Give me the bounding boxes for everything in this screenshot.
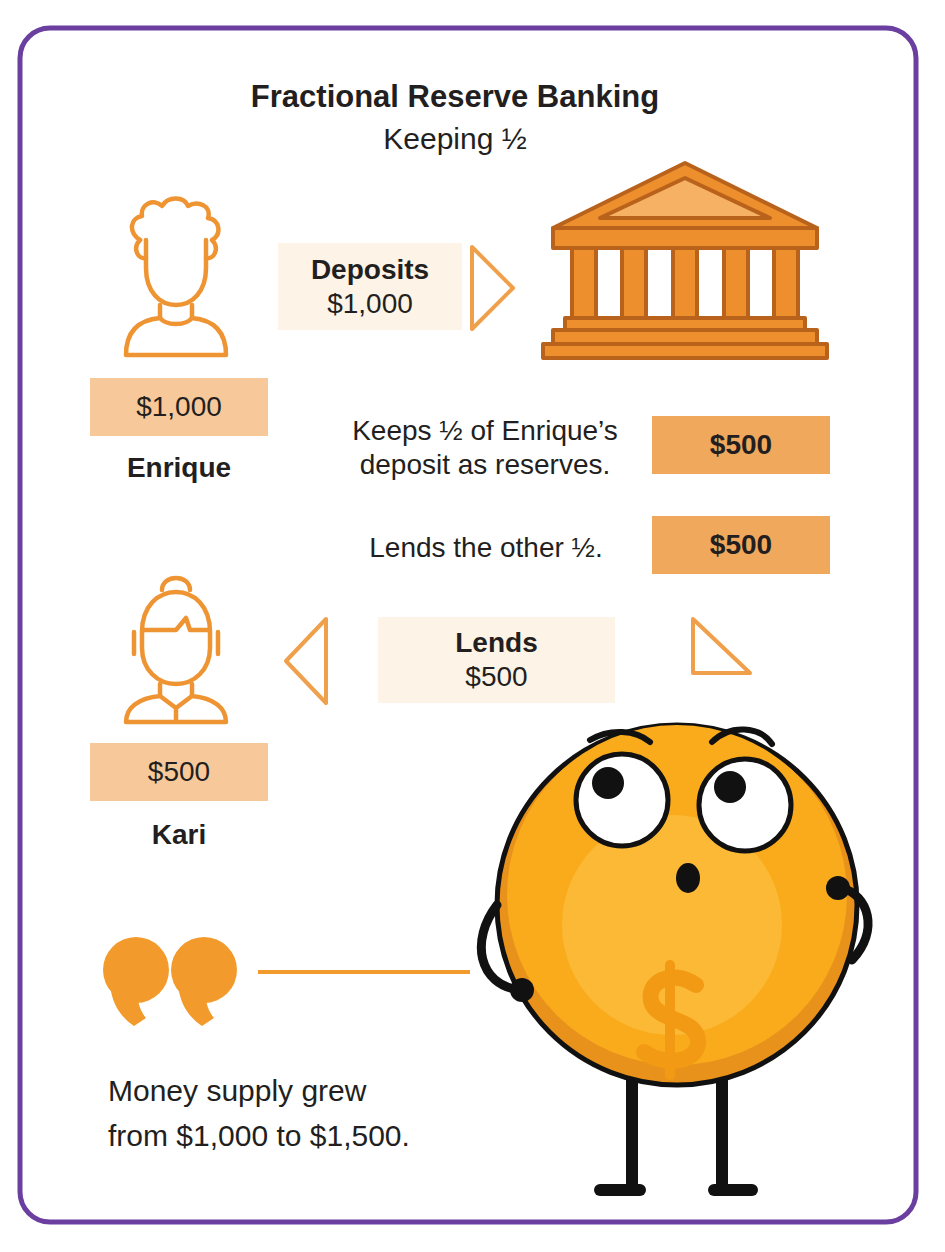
note-text: Lends the other ½. xyxy=(326,530,646,565)
diagram-title: Fractional Reserve Banking xyxy=(130,78,780,117)
bank-icon xyxy=(543,163,827,358)
box-text: $500 xyxy=(465,660,527,694)
value-box: Deposits$1,000 xyxy=(278,243,462,330)
person-icon xyxy=(126,578,226,722)
box-text: Deposits xyxy=(311,253,429,287)
coin-character xyxy=(481,725,868,1190)
subtitle: Keeping ½ xyxy=(230,120,680,158)
direction-triangle xyxy=(472,247,513,329)
value-box: $500 xyxy=(652,416,830,474)
box-text: $500 xyxy=(710,428,772,462)
box-text: $1,000 xyxy=(327,287,413,321)
person-name: Enrique xyxy=(70,450,288,485)
note-text: Keeps ½ of Enrique’s deposit as reserves… xyxy=(318,414,652,482)
box-text: Lends xyxy=(455,626,537,660)
box-text: $500 xyxy=(148,755,210,789)
box-text: $1,000 xyxy=(136,390,222,424)
leader-line xyxy=(258,970,470,974)
box-text: $500 xyxy=(710,528,772,562)
direction-triangle xyxy=(286,619,326,703)
value-box: $500 xyxy=(652,516,830,574)
direction-triangle xyxy=(693,619,750,673)
frame xyxy=(20,28,916,1222)
value-box: Lends$500 xyxy=(378,617,615,703)
quote-mark xyxy=(103,937,237,1026)
caption-text: Money supply grew from $1,000 to $1,500. xyxy=(108,1068,426,1158)
person-icon xyxy=(126,199,226,356)
value-box: $1,000 xyxy=(90,378,268,436)
value-box: $500 xyxy=(90,743,268,801)
person-name: Kari xyxy=(70,817,288,852)
